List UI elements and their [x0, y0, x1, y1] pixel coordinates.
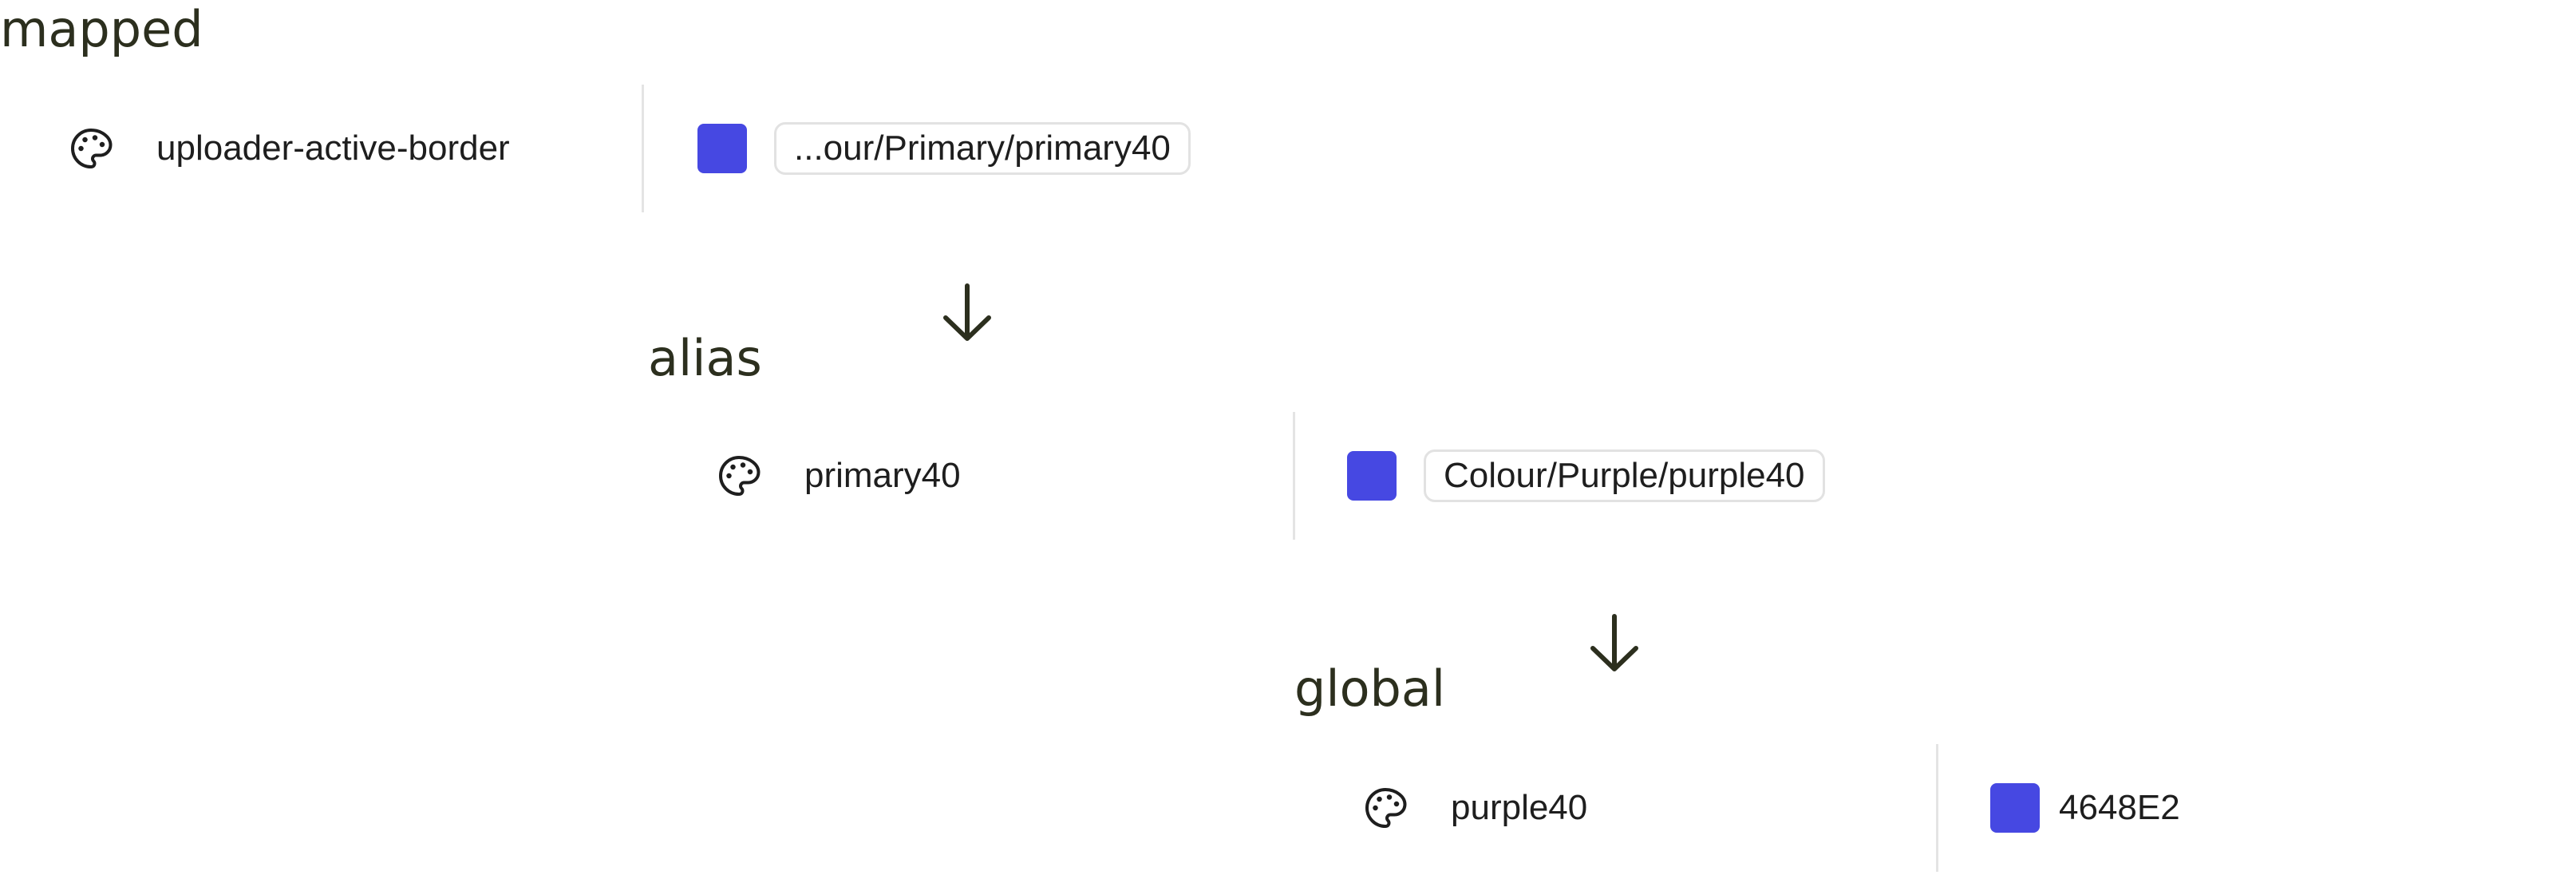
token-name: primary40 [804, 456, 961, 495]
alias-tier: alias primary40 Colour/Purple/purple40 [648, 327, 1925, 543]
column-divider [1293, 412, 1295, 540]
mapped-tier: mapped uploader-active-border ...our/Pri… [0, 0, 1277, 216]
palette-icon [71, 129, 113, 168]
hex-value[interactable]: 4648E2 [2059, 788, 2180, 827]
global-tier: global purple40 4648E2 [1294, 659, 2571, 875]
token-row-uploader-active-border[interactable]: uploader-active-border ...our/Primary/pr… [0, 85, 1277, 212]
token-row-primary40[interactable]: primary40 Colour/Purple/purple40 [648, 412, 1925, 540]
reference-value-chip[interactable]: Colour/Purple/purple40 [1424, 449, 1825, 502]
arrow-down-icon [1590, 614, 1638, 671]
token-row-purple40[interactable]: purple40 4648E2 [1294, 744, 2571, 872]
column-divider [642, 85, 644, 212]
tier-heading-global: global [1294, 659, 1446, 718]
color-swatch [1990, 783, 2040, 833]
color-swatch [697, 124, 747, 173]
token-name: uploader-active-border [156, 129, 510, 168]
tier-heading-alias: alias [648, 329, 762, 387]
palette-icon [1365, 788, 1407, 828]
palette-icon [719, 456, 761, 496]
column-divider [1936, 744, 1938, 872]
tier-heading-mapped: mapped [0, 0, 203, 58]
arrow-down-icon [943, 283, 991, 341]
color-swatch [1347, 451, 1397, 501]
token-name: purple40 [1451, 788, 1588, 827]
reference-value-chip[interactable]: ...our/Primary/primary40 [774, 122, 1191, 175]
